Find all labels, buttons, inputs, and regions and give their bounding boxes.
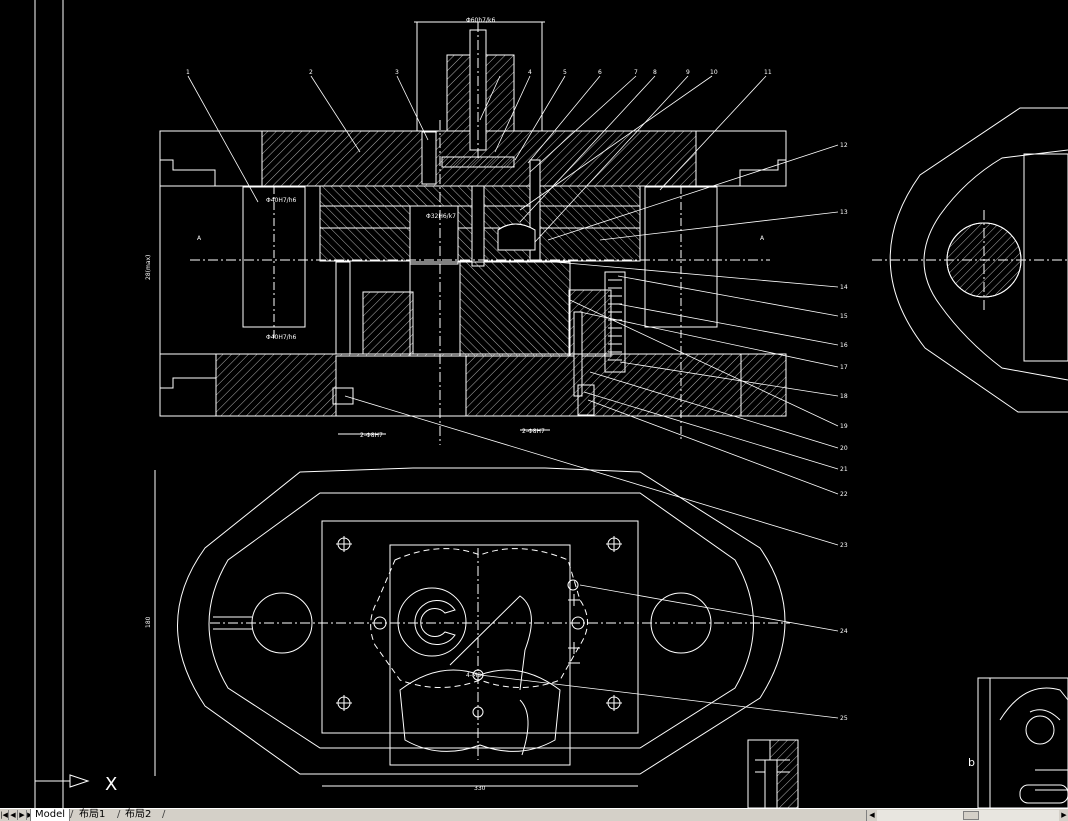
part-number: 13 [840, 209, 848, 216]
dim-height: 28(max) [145, 255, 152, 280]
part-number: 12 [840, 142, 848, 149]
die-set-outline [177, 467, 786, 775]
tab-layout1[interactable]: 布局1 [79, 809, 106, 820]
dim-die-fit: Φ32H6/k7 [426, 213, 456, 220]
dim-left-guide-bottom: Φ40H7/h6 [266, 334, 297, 341]
lower-die [459, 261, 571, 357]
scroll-thumb[interactable] [963, 811, 979, 820]
scroll-right-icon[interactable]: ▶ [1059, 810, 1068, 821]
part-number: 11 [764, 69, 772, 76]
dim-plan-height: 180 [145, 616, 152, 628]
leader-lines-right [344, 144, 839, 719]
dim-left-guide-top: Φ40H7/h6 [266, 197, 297, 204]
leader-lines-top [187, 75, 767, 243]
part-number: 14 [840, 284, 848, 291]
side-view [872, 107, 1068, 413]
part-number: 15 [840, 313, 848, 320]
die-plate-outline [321, 520, 639, 734]
layout-tab-bar: |◀ ◀ ▶ ▶| Model / 布局1 / 布局2 / ◀ ▶ [0, 808, 1068, 821]
section-mark-right: A [760, 235, 765, 242]
part-number: 24 [840, 628, 848, 635]
plan-view [154, 467, 790, 787]
scroll-left-icon[interactable]: ◀ [867, 810, 877, 821]
part-number: 7 [634, 69, 638, 76]
blank-outline [370, 548, 588, 688]
tab-separator: / [162, 809, 166, 820]
upper-plate-flange-left [159, 130, 263, 187]
part-number: 16 [840, 342, 848, 349]
part-number: 3 [395, 69, 399, 76]
tab-separator: / [70, 809, 74, 820]
tab-separator: / [117, 809, 121, 820]
tab-model[interactable]: Model [30, 809, 71, 821]
part-ring [397, 587, 467, 657]
dim-top-shank: Φ60h7/k6 [466, 17, 495, 24]
section-view [159, 21, 787, 445]
part-number: 20 [840, 445, 848, 452]
lower-die-plate [215, 353, 742, 417]
part-number: 19 [840, 423, 848, 430]
section-mark-left: A [197, 235, 202, 242]
part-number: 22 [840, 491, 848, 498]
part-number: 10 [710, 69, 718, 76]
part-number: 23 [840, 542, 848, 549]
dim-bottom-left: 2-Φ8H7 [360, 432, 383, 439]
part-number: 18 [840, 393, 848, 400]
part-number: 5 [563, 69, 567, 76]
first-icon[interactable]: |◀ [0, 810, 9, 820]
prev-icon[interactable]: ◀ [9, 810, 18, 820]
detail-label: b [968, 756, 975, 769]
detail-view [977, 677, 1068, 808]
part-number: 21 [840, 466, 848, 473]
part-number: 25 [840, 715, 848, 722]
part-number: 9 [686, 69, 690, 76]
part-number: 2 [309, 69, 313, 76]
dim-pin-note: 4-M8 [466, 672, 481, 679]
part-number: 4 [528, 69, 532, 76]
next-icon[interactable]: ▶ [18, 810, 27, 820]
tab-layout2[interactable]: 布局2 [125, 809, 152, 820]
part-number: 1 [186, 69, 190, 76]
ucs-icon [35, 774, 90, 788]
horizontal-scrollbar[interactable]: ◀ ▶ [866, 810, 1068, 821]
dim-plan-width: 330 [474, 785, 486, 792]
detail-fragment [747, 739, 799, 808]
part-number: 8 [653, 69, 657, 76]
dim-bottom-right: 2-Φ8H7 [522, 428, 545, 435]
part-number: 17 [840, 364, 848, 371]
upper-plate-flange-right [695, 130, 787, 187]
part-number: 6 [598, 69, 602, 76]
ucs-x-label: X [105, 774, 117, 795]
